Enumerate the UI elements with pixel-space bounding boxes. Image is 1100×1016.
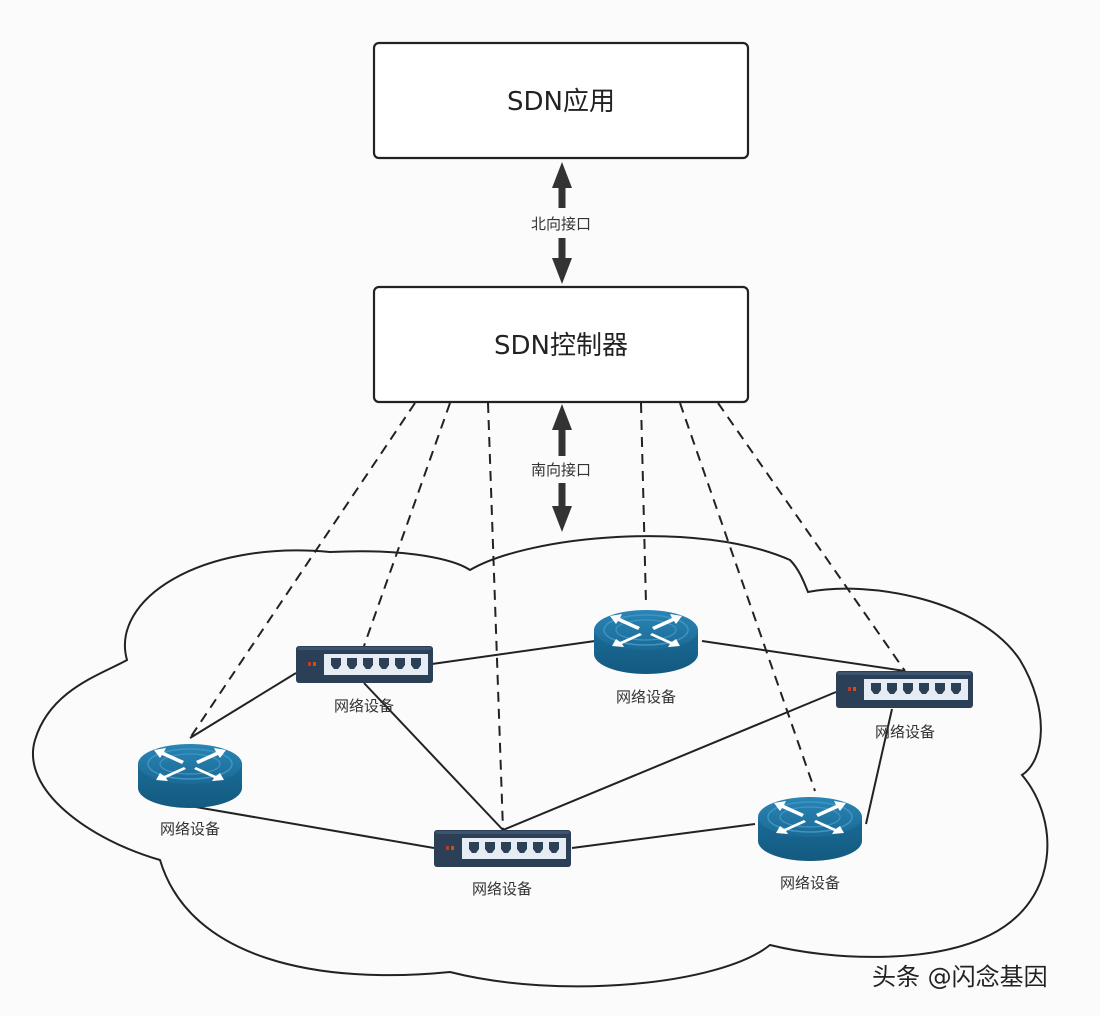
router-top <box>138 744 242 784</box>
ethernet-port-icon <box>331 658 341 669</box>
ethernet-port-icon <box>935 683 945 694</box>
ethernet-port-icon <box>517 842 527 853</box>
network-device-router: 网络设备 <box>138 744 242 838</box>
device-label: 网络设备 <box>780 874 840 892</box>
status-led-icon <box>853 687 856 691</box>
ethernet-port-icon <box>919 683 929 694</box>
ethernet-port-icon <box>501 842 511 853</box>
sdn-app-label: SDN应用 <box>507 87 615 117</box>
control-link-rt-b <box>640 402 647 605</box>
network-device-switch: 网络设备 <box>434 830 571 898</box>
ethernet-port-icon <box>411 658 421 669</box>
device-label: 网络设备 <box>334 697 394 715</box>
sdn-controller-label: SDN控制器 <box>494 331 628 361</box>
router-arrows-icon <box>774 801 846 834</box>
sdn-app-box: SDN应用 <box>372 41 750 160</box>
ethernet-port-icon <box>549 842 559 853</box>
ethernet-port-icon <box>379 658 389 669</box>
status-led-icon <box>848 687 851 691</box>
ethernet-port-icon <box>395 658 405 669</box>
ethernet-port-icon <box>871 683 881 694</box>
status-led-icon <box>308 662 311 666</box>
network-device-router: 网络设备 <box>758 797 862 892</box>
link-rt-d-sw-e <box>189 805 435 849</box>
control-link-rt-d <box>189 402 416 739</box>
link-sw-e-sw-c <box>502 691 837 831</box>
network-device-router: 网络设备 <box>594 610 698 706</box>
device-label: 网络设备 <box>160 820 220 838</box>
status-led-icon <box>446 846 449 850</box>
control-link-sw-c <box>717 402 906 672</box>
southbound-interface-arrow: 南向接口 <box>525 404 597 532</box>
link-rt-d-sw-a <box>189 672 297 739</box>
control-link-sw-a <box>363 402 451 647</box>
router-top <box>758 797 862 837</box>
sdn-controller-box: SDN控制器 <box>372 285 750 404</box>
ethernet-port-icon <box>533 842 543 853</box>
ethernet-port-icon <box>951 683 961 694</box>
router-arrows-icon <box>154 748 226 781</box>
northbound-interface-label: 北向接口 <box>531 215 591 233</box>
ethernet-port-icon <box>469 842 479 853</box>
data-links <box>189 640 906 849</box>
ethernet-port-icon <box>363 658 373 669</box>
link-sw-e-rt-f <box>571 823 756 849</box>
router-arrows-icon <box>610 614 682 647</box>
network-device-switch: 网络设备 <box>296 646 433 715</box>
link-sw-a-sw-e <box>363 682 504 831</box>
device-label: 网络设备 <box>472 880 532 898</box>
watermark: 头条 @闪念基因 <box>872 963 1048 991</box>
control-link-sw-e <box>487 402 504 831</box>
status-led-icon <box>451 846 454 850</box>
northbound-interface-arrow: 北向接口 <box>525 162 597 284</box>
status-led-icon <box>313 662 316 666</box>
link-rt-f-sw-c <box>865 708 893 825</box>
southbound-interface-label: 南向接口 <box>531 461 591 479</box>
device-label: 网络设备 <box>616 688 676 706</box>
control-link-rt-f <box>679 402 816 792</box>
ethernet-port-icon <box>903 683 913 694</box>
control-links <box>189 402 906 831</box>
network-devices: 网络设备网络设备网络设备网络设备网络设备网络设备 <box>138 610 973 898</box>
link-sw-a-rt-b <box>431 640 596 665</box>
ethernet-port-icon <box>485 842 495 853</box>
link-rt-b-sw-c <box>701 640 906 672</box>
network-device-switch: 网络设备 <box>836 671 973 741</box>
router-top <box>594 610 698 650</box>
network-cloud <box>32 535 1049 988</box>
ethernet-port-icon <box>887 683 897 694</box>
device-label: 网络设备 <box>875 723 935 741</box>
ethernet-port-icon <box>347 658 357 669</box>
